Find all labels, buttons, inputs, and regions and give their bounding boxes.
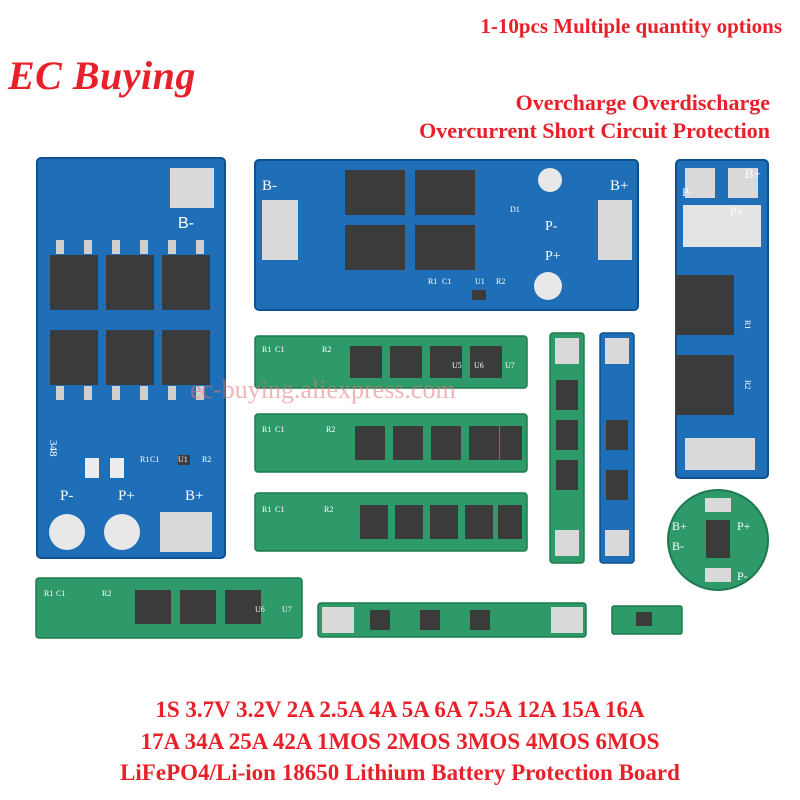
svg-text:P+: P+ [730,204,744,218]
svg-text:P-: P- [545,219,558,234]
watermark: ec-buying.aliexpress.com [190,375,456,404]
svg-text:B+: B+ [185,488,203,504]
svg-text:P-: P- [737,569,748,583]
svg-text:U6: U6 [474,361,484,370]
protection-line-1: Overcharge Overdischarge [515,90,770,115]
svg-text:R2: R2 [322,345,331,354]
svg-text:B+: B+ [672,519,687,533]
svg-text:R1: R1 [44,589,53,598]
svg-text:B+: B+ [610,178,628,194]
svg-text:C1: C1 [150,455,159,464]
board-green-long: R1 C1 R2 U6 U7 [35,577,303,639]
svg-text:B-: B- [178,215,194,232]
svg-text:P+: P+ [545,249,561,264]
spec-line-1: 1S 3.7V 3.2V 2A 2.5A 4A 5A 6A 7.5A 12A 1… [155,697,645,722]
svg-text:C1: C1 [275,345,284,354]
svg-text:R1: R1 [262,505,271,514]
board-4mos: B- B+ P- P+ D1 R1 C1 U1 R2 [254,159,639,311]
svg-text:R2: R2 [102,589,111,598]
svg-text:B-: B- [672,539,684,553]
svg-text:R2: R2 [324,505,333,514]
svg-text:R2: R2 [743,380,752,389]
board-thin-green-vertical [549,332,585,564]
svg-text:C1: C1 [275,425,284,434]
board-round: B+ B- P+ P- [667,489,769,591]
product-photo: B- 348 P- P+ B+ R1 C1 U1 R2 B- B+ [35,157,769,639]
board-thin-horizontal [317,602,587,638]
svg-text:B-: B- [262,178,277,194]
protection-line-2: Overcurrent Short Circuit Protection [419,118,770,143]
svg-text:R1: R1 [743,320,752,329]
board-green-6mos: R1 C1 R2 [254,492,528,552]
svg-text:U1: U1 [178,455,188,464]
board-thin-blue-vertical [599,332,635,564]
svg-text:R1: R1 [262,425,271,434]
svg-text:U7: U7 [282,605,292,614]
svg-text:P+: P+ [118,488,135,504]
svg-text:R1: R1 [428,277,437,286]
quantity-options-text: 1-10pcs Multiple quantity options [480,14,782,38]
svg-text:P+: P+ [737,519,751,533]
spec-line-2: 17A 34A 25A 42A 1MOS 2MOS 3MOS 4MOS 6MOS [140,729,660,754]
svg-text:R1: R1 [262,345,271,354]
svg-text:D1: D1 [510,205,520,214]
svg-text:U6: U6 [255,605,265,614]
svg-text:R1: R1 [140,455,149,464]
svg-text:P-: P- [682,185,693,199]
board-6mos: B- 348 P- P+ B+ R1 C1 U1 R2 [36,157,226,559]
svg-text:R2: R2 [496,277,505,286]
svg-text:348: 348 [47,440,59,457]
svg-text:R2: R2 [326,425,335,434]
svg-text:C1: C1 [442,277,451,286]
svg-text:C1: C1 [56,589,65,598]
svg-text:U5: U5 [452,361,462,370]
board-green-4mos: R1 C1 R2 [254,413,528,473]
svg-text:U1: U1 [475,277,485,286]
svg-text:C1: C1 [275,505,284,514]
spec-line-3: LiFePO4/Li-ion 18650 Lithium Battery Pro… [120,760,680,785]
svg-text:B+: B+ [745,166,761,181]
svg-text:U7: U7 [505,361,515,370]
board-small [611,605,683,635]
board-2mos-vertical: B+ R1 R2 P- P+ [675,159,769,479]
board-green-3mos: R1 C1 R2 U5 U6 U7 [254,335,528,389]
svg-text:R2: R2 [202,455,211,464]
brand-logo: EC Buying [8,53,196,98]
svg-text:P-: P- [60,488,73,504]
